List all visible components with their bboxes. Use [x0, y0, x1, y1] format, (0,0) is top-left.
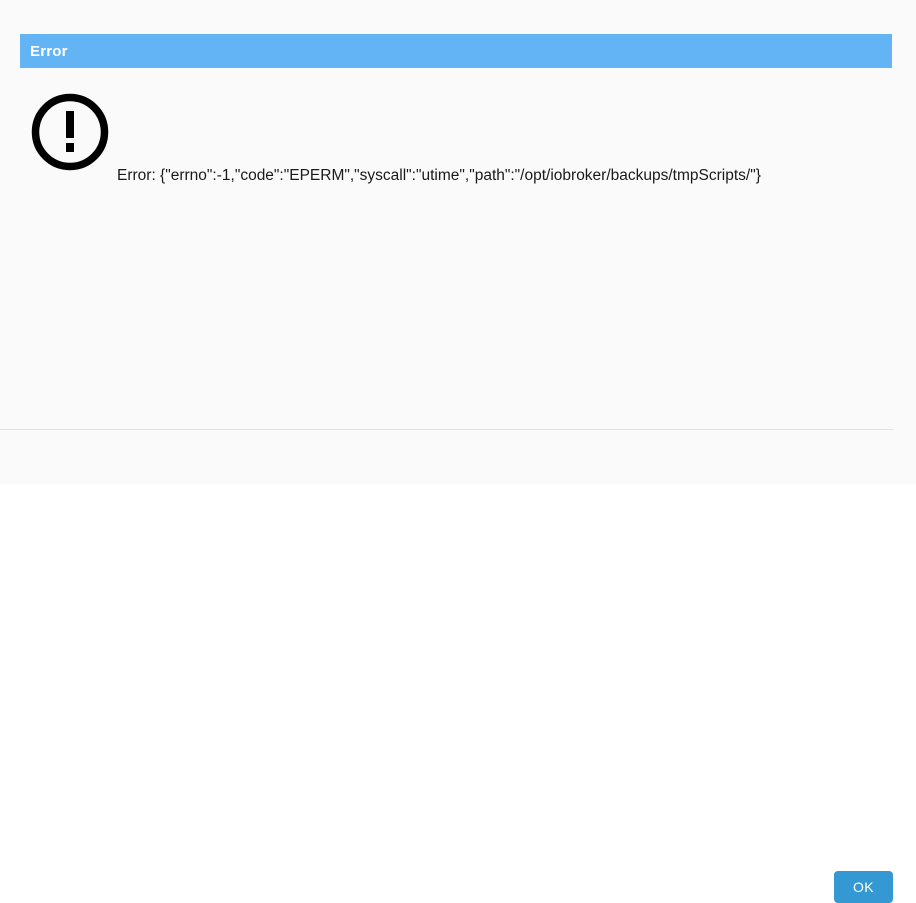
footer-divider: [0, 429, 893, 430]
ok-button[interactable]: OK: [834, 871, 893, 903]
dialog-header: Error: [20, 34, 892, 68]
dialog-title: Error: [30, 42, 68, 60]
dialog-body: [0, 68, 893, 429]
exclamation-circle-icon: [31, 93, 109, 171]
error-dialog: Error Error: {"errno":-1,"code":"EPERM",…: [0, 34, 893, 903]
error-message-text: Error: {"errno":-1,"code":"EPERM","sysca…: [117, 167, 761, 184]
dialog-footer: OK: [0, 430, 893, 903]
